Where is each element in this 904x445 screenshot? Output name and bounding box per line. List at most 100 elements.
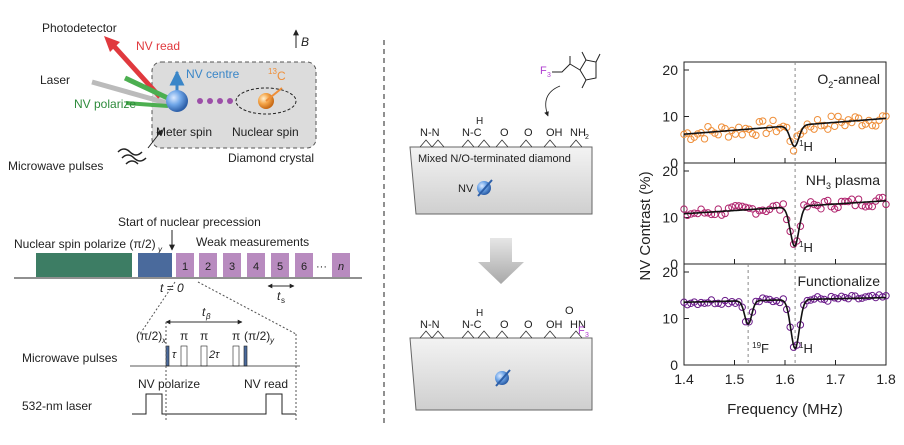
data-point bbox=[738, 303, 746, 311]
group-o2-top: O bbox=[524, 127, 533, 139]
data-point bbox=[776, 206, 784, 214]
down-arrow-icon bbox=[478, 238, 524, 284]
data-point bbox=[872, 122, 880, 130]
data-point bbox=[731, 201, 740, 210]
microwave-pulses-label: Microwave pulses bbox=[8, 159, 103, 173]
ellipsis-label: ··· bbox=[316, 261, 327, 273]
measurement-box bbox=[271, 253, 289, 277]
peak-label: 1H bbox=[799, 341, 813, 356]
y-tick-label: 20 bbox=[662, 62, 678, 78]
weak-measurements-label: Weak measurements bbox=[196, 235, 309, 249]
ts-label: t bbox=[277, 289, 281, 303]
nv-spin-sphere-icon bbox=[166, 90, 188, 112]
nv-polarize-label: NV polarize bbox=[74, 97, 136, 111]
panel-label: Functionalize bbox=[798, 273, 881, 289]
measurement-box-label: 4 bbox=[253, 261, 259, 273]
reagent-f3-sub: 3 bbox=[547, 72, 551, 79]
data-point bbox=[789, 147, 798, 155]
data-point bbox=[810, 125, 818, 133]
measurement-box-label: 1 bbox=[182, 261, 188, 273]
pi1-label: π bbox=[180, 329, 188, 343]
group-o1-bottom: O bbox=[500, 319, 509, 331]
laser-532-label: 532-nm laser bbox=[22, 399, 92, 413]
b-field-label: B bbox=[301, 35, 309, 49]
x-tick-label: 1.8 bbox=[876, 371, 896, 387]
pi-x-sub: x bbox=[161, 336, 167, 345]
mw-label: Microwave pulses bbox=[22, 351, 117, 365]
data-point bbox=[683, 211, 692, 220]
data-point bbox=[830, 205, 839, 213]
data-point bbox=[759, 294, 767, 302]
purple-dot-chain bbox=[197, 98, 233, 104]
data-point bbox=[731, 299, 740, 307]
measurement-box bbox=[176, 253, 194, 277]
data-point bbox=[827, 292, 835, 301]
t0-label: t = 0 bbox=[160, 281, 184, 295]
nv-label: NV bbox=[458, 183, 474, 195]
panel-label: NH3 plasma bbox=[806, 172, 880, 191]
setup-diagram: Photodetector NV read Laser NV polarize … bbox=[8, 21, 317, 173]
seq-nv-read: NV read bbox=[244, 377, 288, 391]
data-point bbox=[714, 299, 722, 308]
nmr-chart: NV Contrast (%) 01020O2-anneal1H01020NH3… bbox=[637, 61, 896, 418]
group-oh-top: OH bbox=[546, 127, 563, 139]
data-point bbox=[865, 202, 873, 210]
data-point bbox=[738, 131, 746, 139]
data-point bbox=[721, 209, 729, 218]
nuclear-polarize-label: Nuclear spin polarize (π/2) bbox=[14, 237, 156, 251]
measurement-box bbox=[295, 253, 313, 277]
ts-sub: s bbox=[281, 296, 285, 305]
data-point bbox=[721, 124, 729, 133]
group-h-top: H bbox=[476, 116, 483, 127]
pi3-label: π bbox=[232, 329, 240, 343]
tau-label: τ bbox=[172, 349, 177, 361]
measurement-box-label: 2 bbox=[205, 261, 211, 273]
data-point bbox=[830, 122, 839, 130]
group-n-c-top: N-C bbox=[462, 127, 482, 139]
c13-sup: 13 bbox=[268, 67, 277, 76]
start-precession-label: Start of nuclear precession bbox=[118, 215, 261, 229]
data-point bbox=[827, 112, 835, 121]
blue-half-pi-block bbox=[138, 253, 172, 277]
data-point bbox=[841, 197, 849, 206]
data-point bbox=[724, 133, 733, 141]
mw-pulse-train bbox=[165, 345, 248, 367]
group-h-bottom: H bbox=[476, 308, 483, 319]
bottom-f3-sub: 3 bbox=[585, 332, 589, 339]
tbeta-label: t bbox=[202, 305, 206, 319]
data-point bbox=[861, 293, 870, 301]
data-point bbox=[687, 299, 695, 307]
data-point bbox=[700, 135, 709, 143]
group-o2-bottom: O bbox=[524, 319, 533, 331]
y-tick-label: 20 bbox=[662, 264, 678, 280]
microwave-coil-icon bbox=[117, 148, 147, 165]
x-tick-label: 1.6 bbox=[775, 371, 795, 387]
two-tau-label: 2τ bbox=[208, 349, 220, 361]
data-point bbox=[841, 293, 849, 302]
group-oh-bottom: OH bbox=[546, 319, 563, 331]
data-point bbox=[762, 129, 770, 138]
y-tick-label: 20 bbox=[662, 163, 678, 179]
data-point bbox=[745, 204, 753, 212]
measurement-box-label: 5 bbox=[277, 261, 283, 273]
data-point bbox=[868, 121, 877, 130]
data-point bbox=[824, 125, 832, 133]
group-n-n-top: N-N bbox=[420, 127, 440, 139]
reagent-f3: F bbox=[540, 65, 547, 77]
data-point bbox=[779, 295, 787, 303]
data-point bbox=[759, 117, 767, 125]
data-point bbox=[748, 308, 757, 316]
nv-polarize-beam-icon bbox=[123, 75, 174, 103]
group-o1-top: O bbox=[500, 127, 509, 139]
data-point bbox=[854, 195, 863, 203]
nuclear-spin-label: Nuclear spin bbox=[232, 125, 299, 139]
data-point bbox=[680, 205, 688, 213]
group-nh2-top: NH bbox=[570, 127, 586, 139]
pi-x-label: (π/2) bbox=[136, 329, 162, 343]
nhs-reagent: F 3 bbox=[540, 51, 601, 117]
data-point bbox=[769, 202, 777, 210]
